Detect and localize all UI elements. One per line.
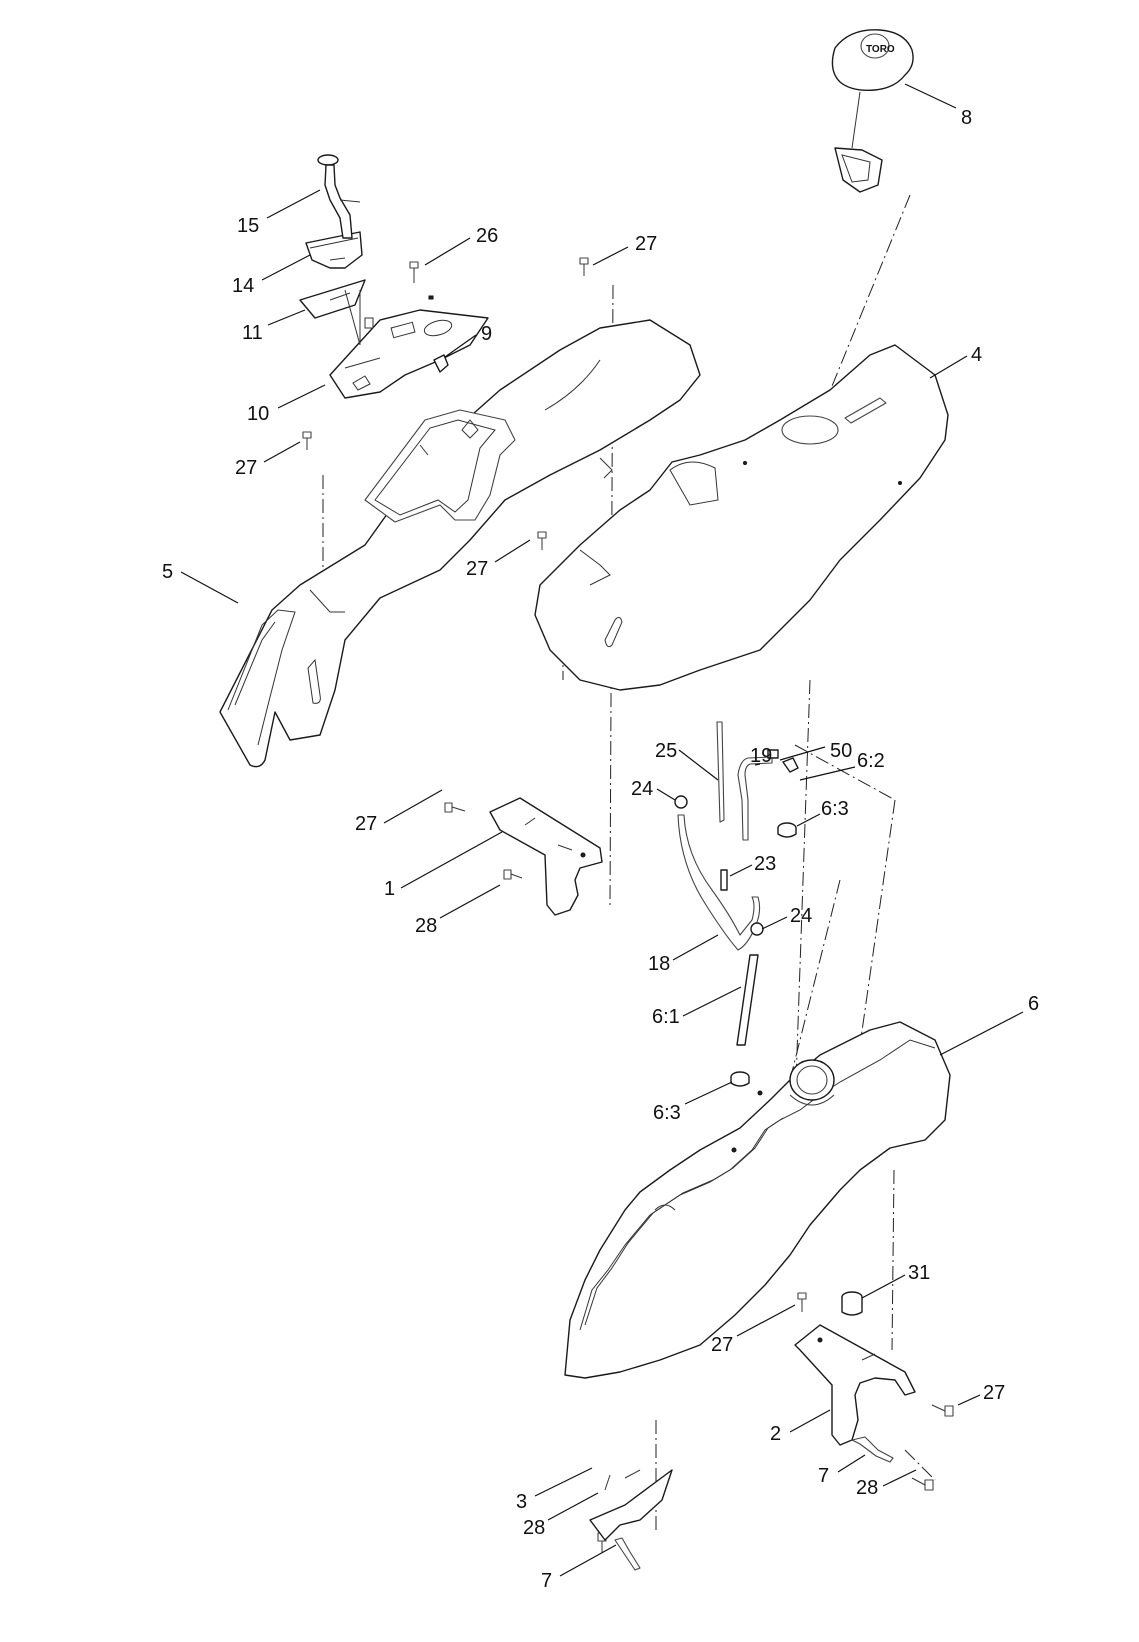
part-50-fitting xyxy=(767,749,779,759)
callout-27-top: 27 xyxy=(635,233,657,255)
callout-6-3-top: 6:3 xyxy=(821,798,849,820)
callout-23: 23 xyxy=(754,853,776,875)
screw-28-right xyxy=(911,1477,934,1491)
callout-6-3-low: 6:3 xyxy=(653,1102,681,1124)
part-6-fuel-tank xyxy=(564,1021,951,1379)
screw-26 xyxy=(409,261,419,283)
callout-6: 6 xyxy=(1028,993,1039,1015)
part-7-strap-low xyxy=(614,1537,641,1571)
part-6-2-elbow xyxy=(782,757,799,773)
callout-4: 4 xyxy=(971,344,982,366)
part-9-clip xyxy=(433,354,449,373)
part-2-tank-bracket xyxy=(794,1324,916,1446)
callout-27-low: 27 xyxy=(711,1334,733,1356)
screw-27-right xyxy=(931,1404,954,1417)
part-25-tie-strap xyxy=(716,721,725,823)
callout-26: 26 xyxy=(476,225,498,247)
callout-10: 10 xyxy=(247,403,269,425)
callout-labels: 15 14 11 10 26 27 9 8 4 27 5 27 25 19 50… xyxy=(162,107,1039,1592)
callout-7-low: 7 xyxy=(541,1570,552,1592)
part-6-1-pickup-tube xyxy=(736,954,759,1046)
callout-15: 15 xyxy=(237,215,259,237)
part-24-clamp-top xyxy=(674,795,688,809)
screw-27-top xyxy=(579,257,589,276)
part-19-vent-hose xyxy=(737,756,773,841)
callout-50: 50 xyxy=(830,740,852,762)
callout-27-right: 27 xyxy=(983,1382,1005,1404)
callout-24-top: 24 xyxy=(631,778,653,800)
callout-24-mid: 24 xyxy=(790,905,812,927)
callout-6-1: 6:1 xyxy=(652,1006,680,1028)
callout-8: 8 xyxy=(961,107,972,129)
part-11-gate-plate xyxy=(299,279,374,346)
callout-31: 31 xyxy=(908,1262,930,1284)
part-23-check-valve xyxy=(720,869,728,891)
cap-logo-text: TORO xyxy=(866,44,895,55)
part-31-bumper xyxy=(841,1291,863,1316)
part-5-console-cover xyxy=(219,319,701,768)
callout-6-2: 6:2 xyxy=(857,750,885,772)
callout-18: 18 xyxy=(648,953,670,975)
part-24-clamp-mid xyxy=(750,922,764,936)
callout-14: 14 xyxy=(232,275,254,297)
callout-7-right: 7 xyxy=(818,1465,829,1487)
callout-11: 11 xyxy=(242,322,263,344)
callout-5: 5 xyxy=(162,561,173,583)
callout-28-right: 28 xyxy=(856,1477,878,1499)
part-8-fuel-cap: TORO xyxy=(831,29,914,193)
callout-2: 2 xyxy=(770,1423,781,1445)
part-3-tank-bracket xyxy=(589,1469,673,1541)
part-4-tank-shroud xyxy=(534,344,949,691)
part-18-fuel-hose xyxy=(677,814,761,951)
callout-9: 9 xyxy=(481,323,492,345)
part-6-3-grommet-top xyxy=(777,822,797,838)
callout-27-left: 27 xyxy=(235,457,257,479)
leader-lines xyxy=(180,83,1024,1577)
callout-27-bracket: 27 xyxy=(355,813,377,835)
screw-28-bracket xyxy=(503,869,523,880)
callout-27-mid: 27 xyxy=(466,558,488,580)
callout-3: 3 xyxy=(516,1491,527,1513)
callout-19: 19 xyxy=(750,745,772,767)
part-15-shift-lever xyxy=(317,154,361,239)
part-10-shift-plate xyxy=(329,295,489,399)
part-14-lever-mount xyxy=(305,231,363,269)
part-7-strap-right xyxy=(851,1436,894,1463)
screw-27-low xyxy=(797,1292,807,1312)
callout-1: 1 xyxy=(384,878,395,900)
screw-27-left xyxy=(302,431,312,450)
part-6-3-grommet-low xyxy=(730,1071,750,1087)
screw-27-mid xyxy=(537,531,547,550)
part-1-support-bracket xyxy=(489,797,603,916)
callout-28-bracket: 28 xyxy=(415,915,437,937)
callout-25: 25 xyxy=(655,740,677,762)
screw-27-bracket xyxy=(444,802,466,813)
callout-28-low: 28 xyxy=(523,1517,545,1539)
